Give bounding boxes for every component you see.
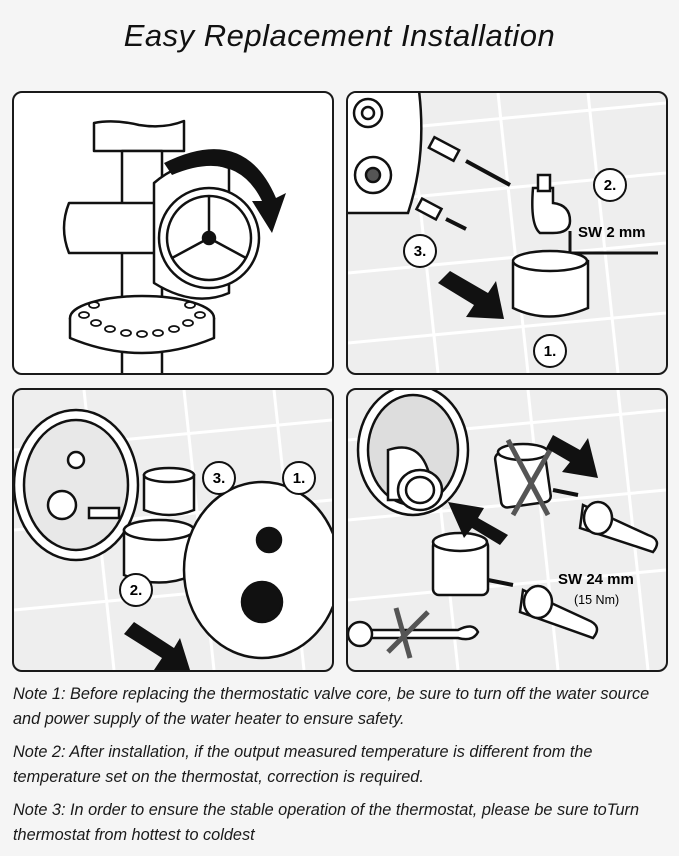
handle-removal-illustration: 2. 3. 1. SW 2 mm: [348, 93, 666, 373]
rotate-arrow-icon: [164, 149, 286, 233]
step-label: 3.: [414, 243, 427, 260]
step-label: 2.: [130, 582, 143, 599]
panel-remove-cover: 3. 1. 2.: [12, 388, 334, 672]
step-label: 1.: [544, 343, 557, 360]
torque-label: (15 Nm): [574, 593, 619, 607]
cartridge-replacement-illustration: SW 24 mm (15 Nm): [348, 390, 666, 670]
step-label: 2.: [604, 177, 617, 194]
panel-turn-off-valve: [12, 91, 334, 375]
step-label: 1.: [293, 470, 306, 487]
direction-arrow-icon: [438, 271, 504, 319]
notes-section: Note 1: Before replacing the thermostati…: [13, 682, 673, 856]
hex-key-size-label: SW 2 mm: [578, 224, 646, 241]
step-label: 3.: [213, 470, 226, 487]
panel-replace-cartridge: SW 24 mm (15 Nm): [346, 388, 668, 672]
wrench-size-label: SW 24 mm: [558, 571, 634, 588]
page-title: Easy Replacement Installation: [123, 18, 556, 53]
direction-arrow-icon: [448, 502, 508, 545]
note-1: Note 1: Before replacing the thermostati…: [13, 685, 650, 728]
direction-arrow-icon: [546, 435, 598, 478]
note-3: Note 3: In order to ensure the stable op…: [13, 801, 639, 844]
cover-removal-illustration: 3. 1. 2.: [14, 390, 332, 670]
direction-arrow-icon: [124, 622, 190, 670]
panel-remove-handle: 2. 3. 1. SW 2 mm: [346, 91, 668, 375]
note-2: Note 2: After installation, if the outpu…: [13, 743, 593, 786]
valve-illustration: [62, 119, 286, 373]
